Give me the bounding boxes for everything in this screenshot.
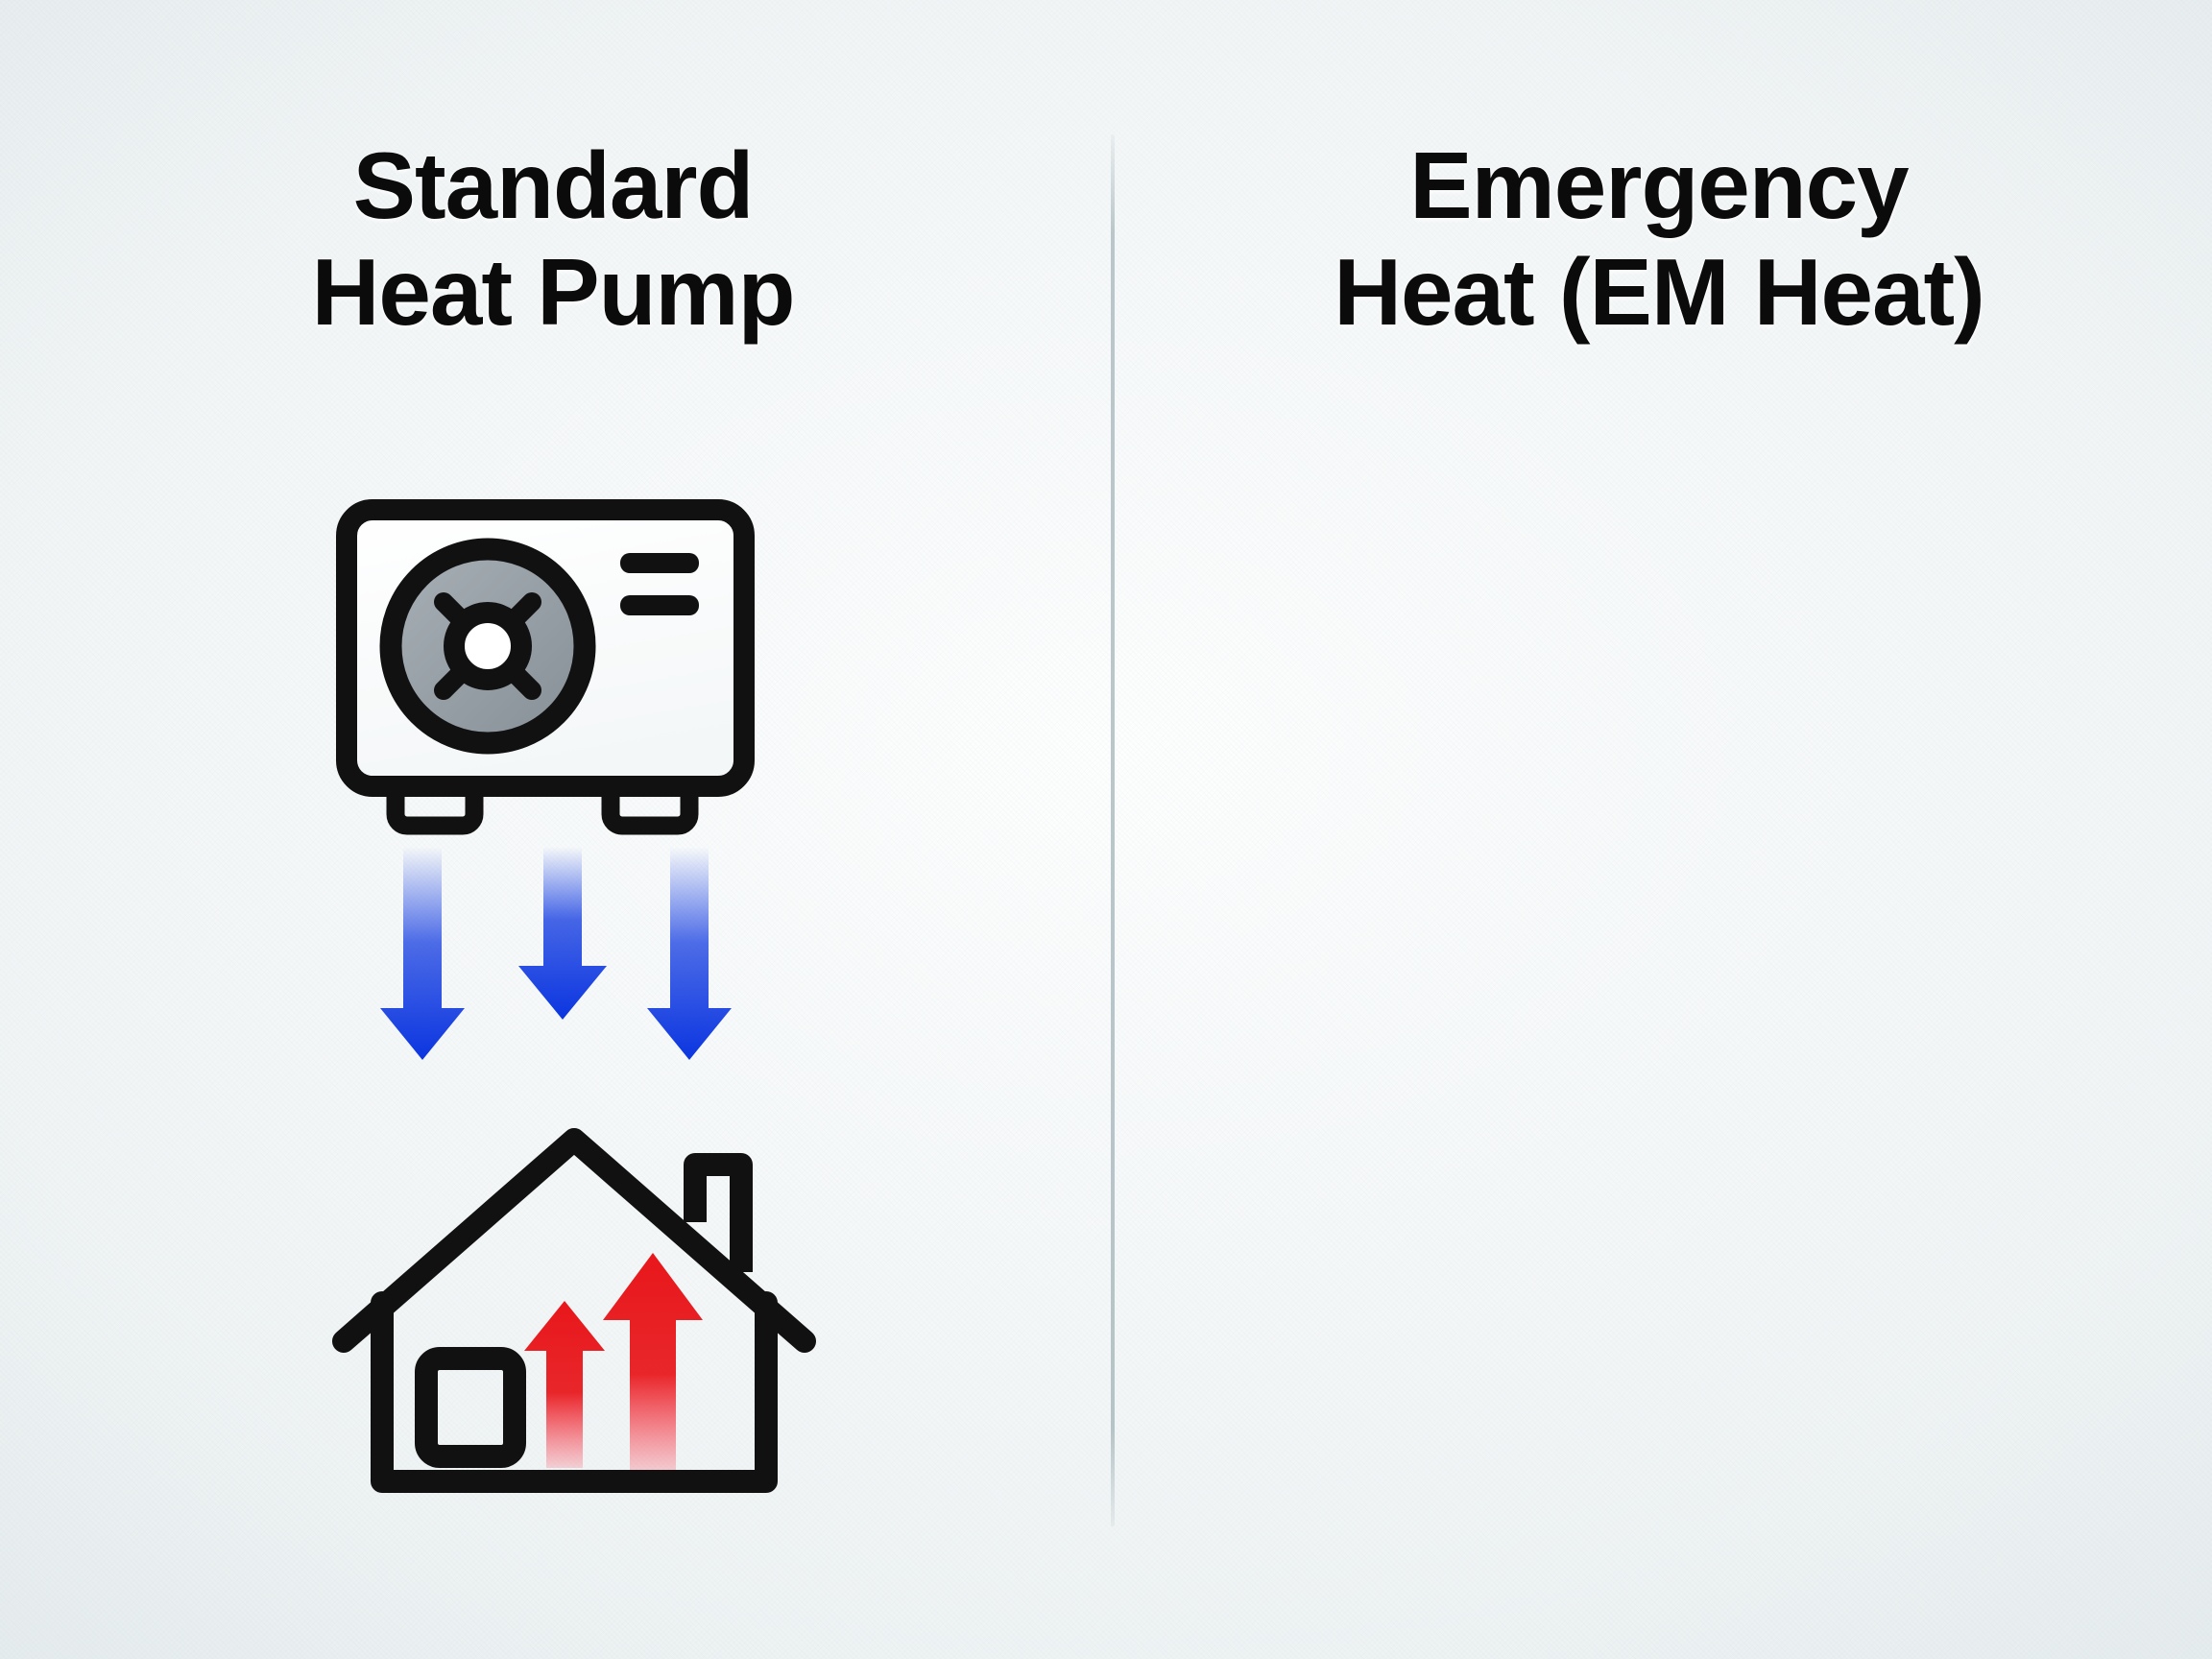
fan-icon	[379, 538, 596, 755]
flow-arrow-3	[647, 847, 732, 1060]
chimney	[684, 1153, 753, 1272]
panel-title-standard-heat-pump: Standard Heat Pump	[311, 132, 796, 345]
downward-flow-arrows-blue	[374, 845, 758, 1094]
house-outline	[332, 1128, 816, 1493]
house-window	[415, 1347, 526, 1468]
rising-heat-arrows-red	[524, 1253, 703, 1474]
flow-arrow-2	[518, 847, 607, 1020]
vent-slats	[620, 553, 699, 615]
flow-arrow-1	[380, 847, 465, 1060]
house-with-rising-heat-left	[326, 1080, 826, 1503]
panel-title-emergency-heat: Emergency Heat (EM Heat)	[1334, 132, 1985, 345]
panel-emergency-heat: Emergency Heat (EM Heat)	[1106, 0, 2212, 1659]
heat-pump-outdoor-unit	[336, 499, 770, 845]
panel-standard-heat-pump: Standard Heat Pump	[311, 132, 826, 1503]
vertical-divider	[1111, 134, 1115, 1527]
